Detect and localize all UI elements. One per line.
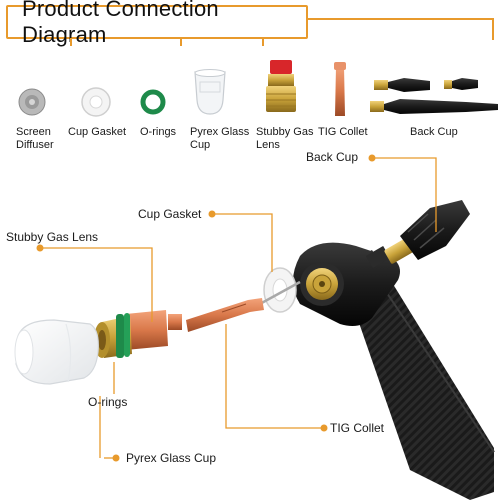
callout-o-rings: O-rings bbox=[88, 395, 128, 409]
leader-lines bbox=[40, 157, 437, 459]
part-label-line: O-rings bbox=[140, 126, 177, 138]
header-tick bbox=[262, 38, 264, 46]
screen-diffuser-icon bbox=[18, 88, 46, 116]
cup-gasket-assembly-icon bbox=[263, 267, 297, 313]
header-tick bbox=[492, 18, 494, 40]
part-label-line: Pyrex Glass bbox=[190, 126, 250, 138]
back-cup-icon bbox=[370, 78, 498, 114]
header-tick bbox=[180, 38, 182, 46]
callout-back-cup: Back Cup bbox=[306, 150, 359, 164]
back-cup-assembly-icon bbox=[384, 200, 470, 264]
stubby-gas-lens-assembly-icon bbox=[94, 310, 182, 358]
tungsten-rod-icon bbox=[257, 280, 301, 307]
tig-collet-assembly-icon bbox=[186, 298, 264, 332]
leader-dots bbox=[36, 154, 376, 462]
stubby-gas-lens-icon bbox=[266, 60, 296, 112]
o-ring-icon bbox=[140, 89, 166, 115]
part-label-line: Diffuser bbox=[16, 139, 54, 151]
part-label-screen-diffuser: Screen Diffuser bbox=[16, 126, 54, 152]
header-rule bbox=[308, 18, 494, 20]
part-label-line: Screen bbox=[16, 126, 51, 138]
torch-handle-icon bbox=[293, 242, 495, 500]
tig-collet-icon bbox=[334, 62, 346, 116]
part-label-stubby-gas-lens: Stubby Gas Lens bbox=[256, 126, 313, 152]
part-label-line: TIG Collet bbox=[318, 126, 368, 138]
callout-stubby-gas-lens: Stubby Gas Lens bbox=[6, 230, 99, 244]
callout-tig-collet: TIG Collet bbox=[330, 421, 385, 435]
part-label-line: Lens bbox=[256, 139, 280, 151]
callout-cup-gasket: Cup Gasket bbox=[138, 207, 202, 221]
part-label-tig-collet: TIG Collet bbox=[318, 126, 368, 139]
part-label-o-rings: O-rings bbox=[140, 126, 176, 139]
callout-pyrex-glass-cup: Pyrex Glass Cup bbox=[126, 451, 217, 465]
part-label-line: Back Cup bbox=[410, 126, 458, 138]
header-tick bbox=[70, 38, 72, 46]
part-label-line: Cup Gasket bbox=[68, 126, 127, 138]
part-label-line: Stubby Gas bbox=[256, 126, 314, 138]
pyrex-glass-cup-icon bbox=[194, 69, 226, 115]
pyrex-glass-cup-assembly-icon bbox=[14, 319, 99, 385]
cup-gasket-icon bbox=[81, 87, 111, 117]
page-title: Product Connection Diagram bbox=[22, 0, 219, 47]
part-label-cup-gasket: Cup Gasket bbox=[68, 126, 126, 139]
title-box: Product Connection Diagram bbox=[6, 0, 308, 47]
part-label-back-cup: Back Cup bbox=[410, 126, 458, 139]
part-label-pyrex-glass-cup: Pyrex Glass Cup bbox=[190, 126, 249, 152]
part-label-line: Cup bbox=[190, 139, 211, 151]
